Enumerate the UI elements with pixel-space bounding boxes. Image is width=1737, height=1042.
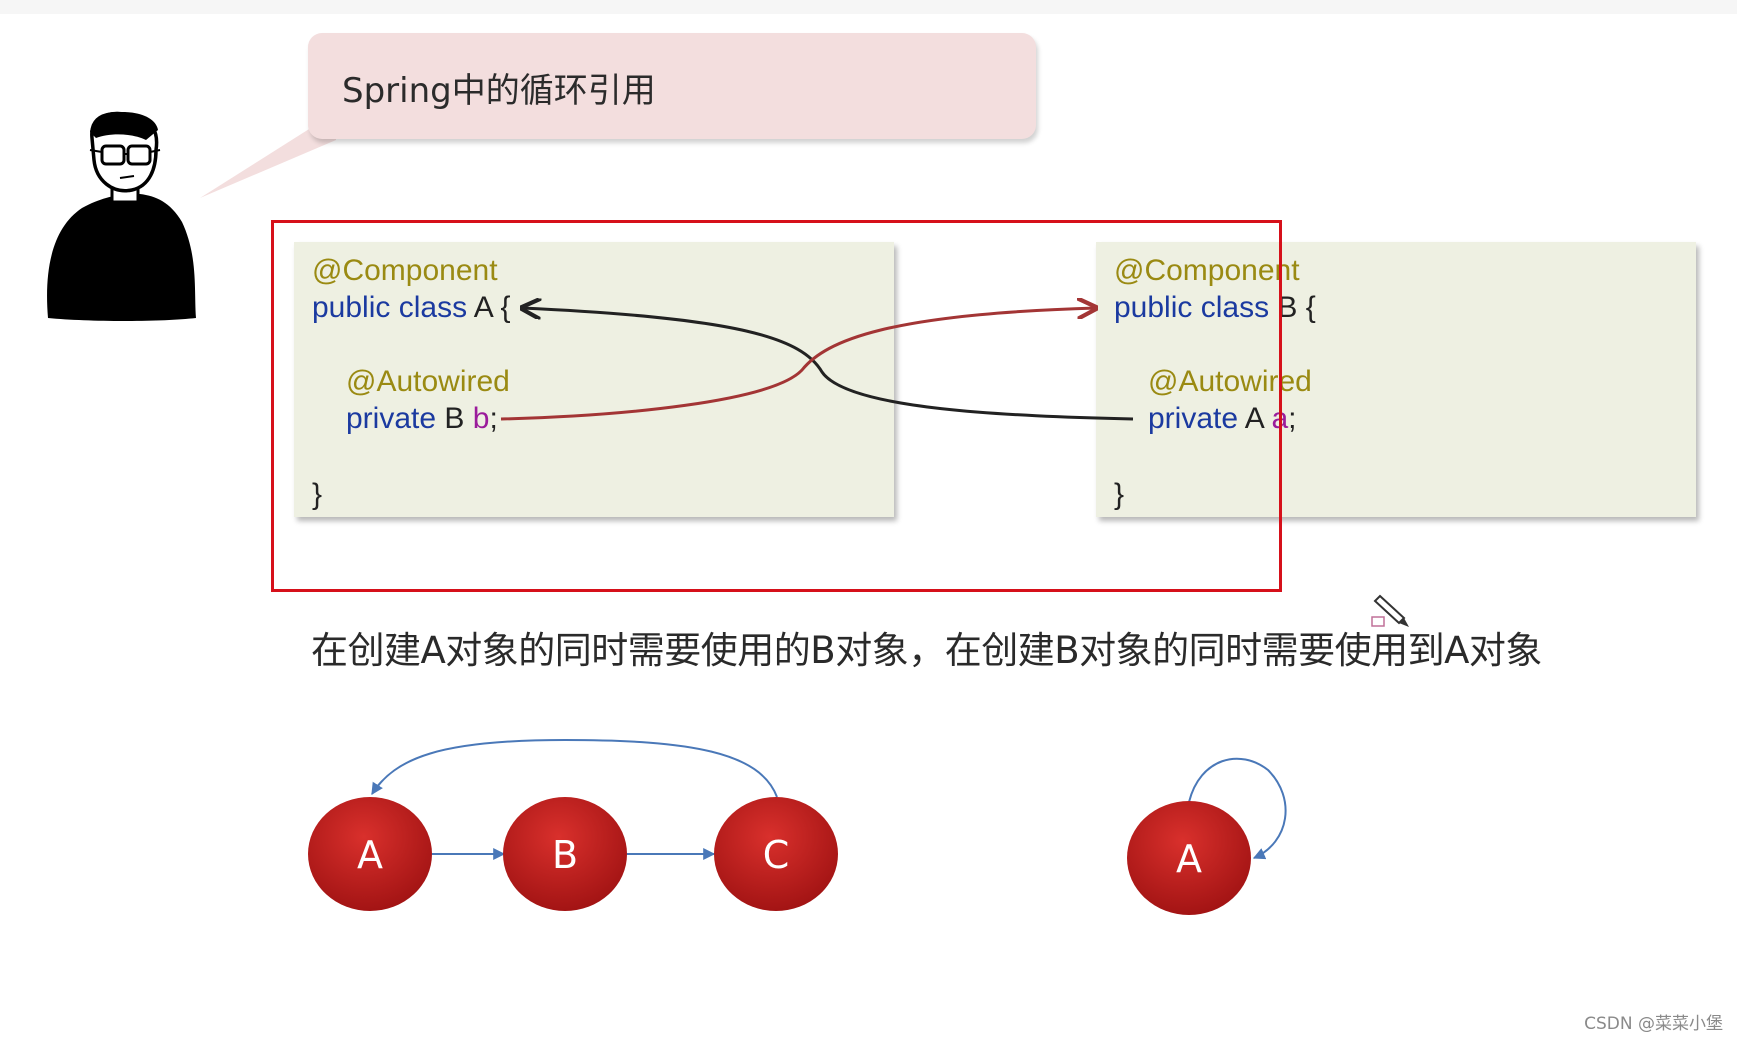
highlight-frame — [271, 220, 1282, 592]
slide-title: Spring中的循环引用 — [342, 71, 656, 111]
graph-node-b: B — [503, 797, 627, 911]
graph-node-b-label: B — [552, 833, 578, 877]
class-a-declaration: public class A { — [312, 293, 511, 323]
graph-node-c-label: C — [763, 833, 790, 877]
cycle-diagram: A B C — [308, 738, 838, 911]
presenter-avatar — [47, 111, 196, 321]
self-loop-node-a-label: A — [1176, 837, 1202, 881]
class-a-semicolon: ; — [489, 402, 498, 435]
graph-node-a-label: A — [357, 833, 383, 877]
arrow-b-field-to-class-a — [522, 308, 1134, 421]
class-a-name: A — [473, 291, 493, 324]
class-a-field-annotation: @Autowired — [346, 365, 510, 398]
class-a-declaration-keyword: public class — [312, 291, 468, 324]
class-a-field-modifier: private — [346, 402, 437, 435]
pencil-cursor-icon — [1371, 594, 1409, 627]
arrow-a-field-to-class-b — [500, 308, 1096, 421]
class-b-semicolon: ; — [1288, 402, 1297, 435]
class-b-field-annotation: @Autowired — [1148, 365, 1312, 398]
class-b-close-brace: } — [1114, 478, 1125, 511]
class-b-field: private A a; — [1148, 404, 1296, 434]
self-loop-node-a: A — [1127, 801, 1251, 915]
class-b-open-brace: { — [1305, 291, 1316, 324]
class-a-open-brace: { — [500, 291, 511, 324]
class-b-code-box: @Component public class B { @Autowired p… — [1096, 242, 1696, 517]
class-a-field: private B b; — [346, 404, 498, 434]
class-a-field-type: B — [444, 402, 465, 435]
class-a-annotation: @Component — [312, 254, 498, 287]
class-b-field-type: A — [1244, 402, 1264, 435]
self-loop-diagram: A — [1127, 757, 1287, 915]
class-a-close-brace: } — [312, 478, 323, 511]
watermark: CSDN @菜菜小堡 — [1584, 1014, 1723, 1034]
class-b-declaration: public class B { — [1114, 293, 1316, 323]
class-a-field-name: b — [472, 402, 490, 435]
bubble-tail — [200, 112, 336, 198]
class-b-name: B — [1277, 291, 1298, 324]
edge-self-loop — [1188, 757, 1287, 860]
caption-text: 在创建A对象的同时需要使用的B对象，在创建B对象的同时需要使用到A对象 — [311, 629, 1542, 672]
class-b-declaration-keyword: public class — [1114, 291, 1270, 324]
class-b-annotation: @Component — [1114, 254, 1300, 287]
top-bar — [0, 0, 1737, 14]
edge-c-to-a — [371, 738, 778, 798]
graph-node-c: C — [714, 797, 838, 911]
class-b-field-modifier: private — [1148, 402, 1239, 435]
class-a-code-box: @Component public class A { @Autowired p… — [294, 242, 894, 517]
graph-node-a: A — [308, 797, 432, 911]
title-speech-bubble: Spring中的循环引用 — [308, 33, 1036, 139]
